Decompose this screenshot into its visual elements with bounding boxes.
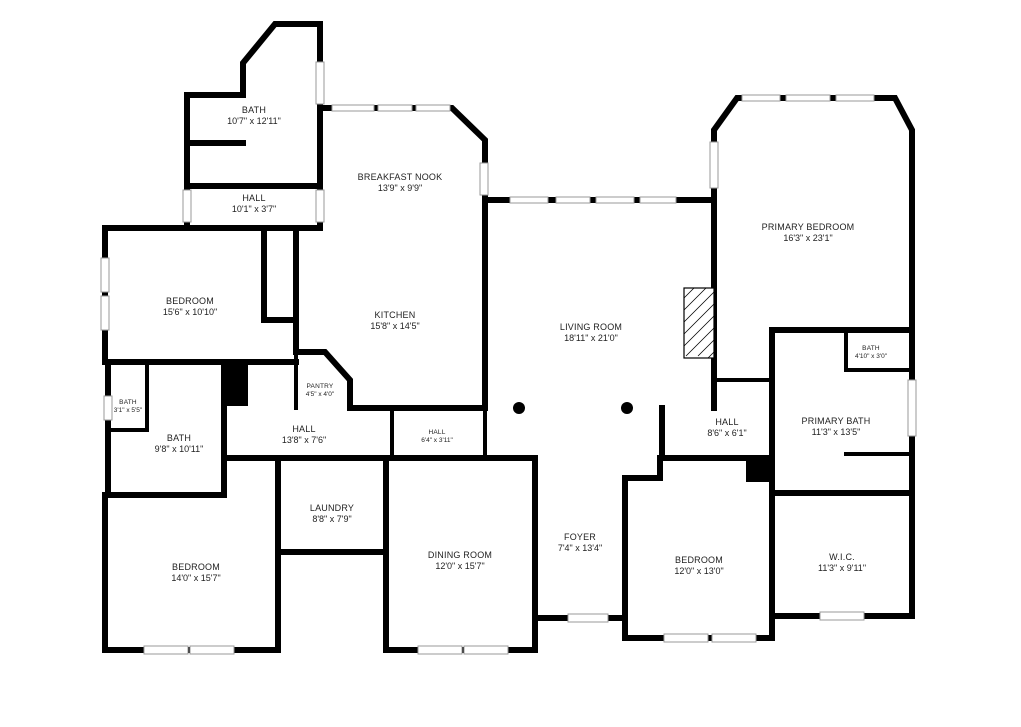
fireplace bbox=[683, 287, 715, 359]
room-name: BEDROOM bbox=[172, 562, 220, 572]
room-wic: W.I.C. 11'3" x 9'11" bbox=[818, 552, 866, 575]
closet-fill-left bbox=[224, 362, 248, 406]
room-name: BEDROOM bbox=[675, 555, 723, 565]
room-name: BEDROOM bbox=[166, 296, 214, 306]
pantry-walls bbox=[293, 349, 353, 411]
column-right bbox=[621, 402, 633, 414]
room-name: LAUNDRY bbox=[309, 503, 355, 513]
room-name: HALL bbox=[292, 424, 316, 434]
room-dims: 7'4" x 13'4" bbox=[557, 543, 603, 554]
room-name: PRIMARY BATH bbox=[801, 416, 871, 426]
room-dims: 6'4" x 3'11" bbox=[421, 437, 453, 445]
room-dims: 12'0" x 13'0" bbox=[674, 566, 724, 577]
room-name: BATH bbox=[119, 399, 137, 406]
room-dims: 16'3" x 23'1" bbox=[783, 233, 833, 244]
room-pantry: PANTRY 4'5" x 4'0" bbox=[306, 383, 334, 399]
room-bedroom-bottom-left: BEDROOM 14'0" x 15'7" bbox=[171, 562, 220, 585]
fireplace-hatch bbox=[683, 287, 715, 359]
room-foyer: FOYER 7'4" x 13'4" bbox=[558, 532, 602, 555]
room-name: PANTRY bbox=[306, 383, 334, 390]
room-name: BATH bbox=[862, 345, 880, 352]
room-dims: 14'0" x 15'7" bbox=[171, 573, 221, 584]
room-dims: 8'6" x 6'1" bbox=[707, 428, 747, 439]
room-dims: 15'8" x 14'5" bbox=[370, 321, 420, 332]
room-name: HALL bbox=[715, 417, 739, 427]
nook-top-wall bbox=[317, 105, 488, 163]
bedroom-left-closet-wall bbox=[261, 229, 299, 323]
room-name: DINING ROOM bbox=[427, 550, 493, 560]
room-dims: 11'3" x 9'11" bbox=[817, 563, 867, 574]
room-dims: 12'0" x 15'7" bbox=[435, 561, 485, 572]
room-dims: 11'3" x 13'5" bbox=[811, 427, 861, 438]
room-dims: 15'6" x 10'10" bbox=[162, 307, 218, 318]
room-name: KITCHEN bbox=[374, 310, 416, 320]
room-name: BATH bbox=[241, 105, 267, 115]
column-left bbox=[513, 402, 525, 414]
windows bbox=[100, 61, 917, 655]
room-laundry: LAUNDRY 8'8" x 7'9" bbox=[310, 503, 354, 526]
room-primary-bath: PRIMARY BATH 11'3" x 13'5" bbox=[802, 416, 871, 439]
room-dims: 10'7" x 12'11" bbox=[227, 116, 281, 127]
room-name: BATH bbox=[166, 433, 192, 443]
room-dims: 9'8" x 10'11" bbox=[154, 444, 204, 455]
room-living-room: LIVING ROOM 18'11" x 21'0" bbox=[560, 322, 622, 345]
room-dims: 13'8" x 7'6" bbox=[281, 435, 327, 446]
bedroom-front-top-wall bbox=[622, 455, 773, 481]
room-hall-top: HALL 10'1" x 3'7" bbox=[232, 193, 276, 216]
room-name: HALL bbox=[428, 429, 446, 436]
room-breakfast-nook: BREAKFAST NOOK 13'9" x 9'9" bbox=[358, 172, 443, 195]
room-name: LIVING ROOM bbox=[559, 322, 623, 332]
room-dining-room: DINING ROOM 12'0" x 15'7" bbox=[428, 550, 492, 573]
room-dims: 4'10" x 3'0" bbox=[854, 353, 888, 361]
room-dims: 13'9" x 9'9" bbox=[377, 183, 423, 194]
room-bedroom-front: BEDROOM 12'0" x 13'0" bbox=[674, 555, 723, 578]
room-name: BREAKFAST NOOK bbox=[357, 172, 443, 182]
primary-bedroom-top-wall bbox=[711, 95, 915, 333]
room-dims: 10'1" x 3'7" bbox=[231, 204, 277, 215]
room-name: PRIMARY BEDROOM bbox=[761, 222, 855, 232]
room-dims: 4'5" x 4'0" bbox=[305, 391, 335, 399]
room-name: HALL bbox=[242, 193, 266, 203]
room-bath-top: BATH 10'7" x 12'11" bbox=[227, 105, 281, 128]
room-dims: 8'8" x 7'9" bbox=[312, 514, 352, 525]
bath-top-walls bbox=[184, 21, 323, 189]
room-bath-small: BATH 3'1" x 5'5" bbox=[114, 399, 142, 415]
room-dims: 3'1" x 5'5" bbox=[113, 407, 143, 415]
closet-fill-right bbox=[746, 456, 772, 482]
bath-small-walls bbox=[106, 360, 149, 432]
room-dims: 18'11" x 21'0" bbox=[564, 333, 618, 344]
room-hall-mid: HALL 13'8" x 7'6" bbox=[282, 424, 326, 447]
room-bath-left: BATH 9'8" x 10'11" bbox=[155, 433, 204, 456]
room-primary-bedroom: PRIMARY BEDROOM 16'3" x 23'1" bbox=[762, 222, 855, 245]
room-bath-primary-small: BATH 4'10" x 3'0" bbox=[855, 345, 887, 361]
room-bedroom-left: BEDROOM 15'6" x 10'10" bbox=[163, 296, 217, 319]
room-name: W.I.C. bbox=[829, 552, 855, 562]
room-kitchen: KITCHEN 15'8" x 14'5" bbox=[370, 310, 419, 333]
room-hall-small: HALL 6'4" x 3'11" bbox=[421, 429, 453, 445]
room-hall-right: HALL 8'6" x 6'1" bbox=[707, 417, 746, 440]
bath-primary-small-walls bbox=[844, 328, 914, 372]
room-name: FOYER bbox=[563, 532, 597, 542]
